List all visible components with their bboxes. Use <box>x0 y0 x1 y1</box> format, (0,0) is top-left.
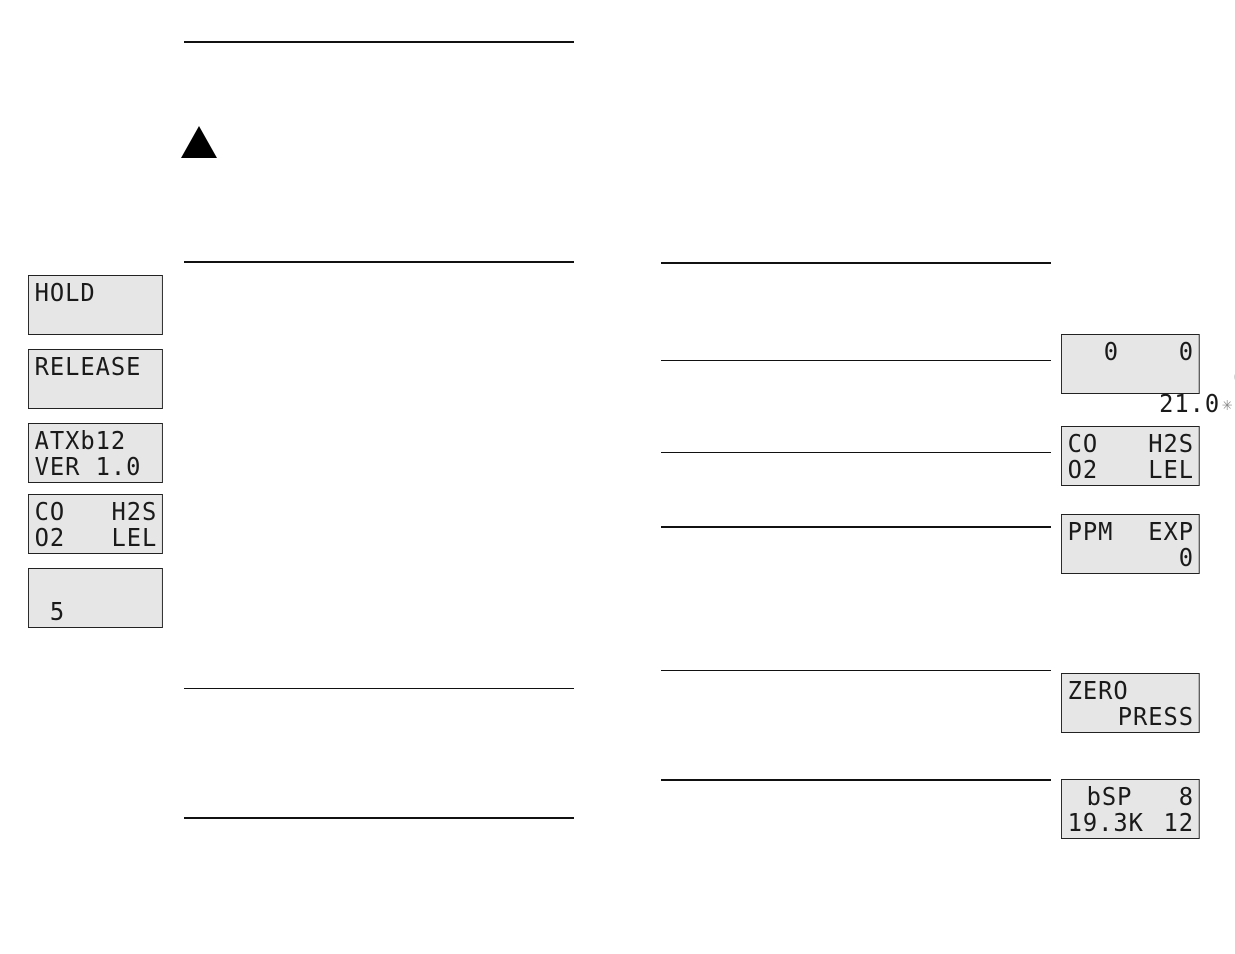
lcd-exp-value: 0 <box>1178 543 1194 572</box>
lcd-gases-left-h2s: H2S <box>111 497 158 526</box>
section-rule-right-3 <box>661 452 1051 453</box>
lcd-version-line1: ATXb12 <box>34 426 127 455</box>
section-rule-top <box>184 41 574 43</box>
lcd-readings: 0 0 21.0✳ 0 <box>1061 334 1235 417</box>
lcd-readings-co-value: 0 <box>1103 337 1120 366</box>
section-rule-right-1 <box>661 262 1051 264</box>
lcd-readings-o2-group: 21.0✳ <box>1068 365 1234 417</box>
section-rule-left-2 <box>184 688 574 689</box>
lcd-readings-o2-value: 21.0 <box>1159 389 1221 418</box>
lcd-zero-press: ZERO PRESS <box>1061 673 1200 733</box>
lcd-press-label: PRESS <box>1117 702 1194 731</box>
lcd-bsp-label: bSP <box>1086 782 1133 811</box>
lcd-bsp-second-value: 12 <box>1163 808 1194 837</box>
lcd-gases-right-h2s: H2S <box>1148 429 1194 458</box>
section-rule-right-4 <box>661 526 1051 528</box>
section-rule-right-2 <box>661 360 1051 361</box>
lcd-gases-left-lel: LEL <box>111 523 158 552</box>
lcd-bsp-value: 8 <box>1178 782 1194 811</box>
lcd-gases-right-lel: LEL <box>1148 455 1194 484</box>
lcd-countdown: 5 <box>28 568 163 628</box>
lcd-ppm-label: PPM <box>1067 517 1114 546</box>
lcd-hold-line1: HOLD <box>34 278 96 307</box>
lcd-hold: HOLD <box>28 275 163 335</box>
section-rule-right-5 <box>661 670 1051 671</box>
lcd-ppm-exp: PPM EXP 0 <box>1061 514 1200 574</box>
lcd-zero-label: ZERO <box>1067 676 1129 705</box>
lcd-countdown-line2: 5 <box>34 597 66 626</box>
lcd-readings-lel-value: 0 <box>1233 365 1235 391</box>
sun-icon: ✳ <box>1222 394 1234 415</box>
lcd-gases-right: CO H2S O2 LEL <box>1061 426 1200 486</box>
section-rule-right-6 <box>661 779 1051 781</box>
lcd-gases-left: CO H2S O2 LEL <box>28 494 163 554</box>
lcd-exp-label: EXP <box>1148 517 1194 546</box>
lcd-version: ATXb12 VER 1.0 <box>28 423 163 483</box>
lcd-bsp: bSP 8 19.3K 12 <box>1061 779 1200 839</box>
lcd-release-line1: RELEASE <box>34 352 142 381</box>
warning-triangle-icon <box>181 126 217 158</box>
section-rule-left-1 <box>184 261 574 263</box>
lcd-gases-right-co: CO <box>1067 429 1099 458</box>
lcd-readings-h2s-value: 0 <box>1178 337 1194 366</box>
lcd-release: RELEASE <box>28 349 163 409</box>
lcd-version-line2: VER 1.0 <box>34 452 142 481</box>
lcd-baud-value: 19.3K <box>1067 808 1144 837</box>
lcd-gases-left-o2: O2 <box>34 523 66 552</box>
lcd-gases-right-o2: O2 <box>1067 455 1099 484</box>
lcd-gases-left-co: CO <box>34 497 66 526</box>
section-rule-left-3 <box>184 817 574 819</box>
